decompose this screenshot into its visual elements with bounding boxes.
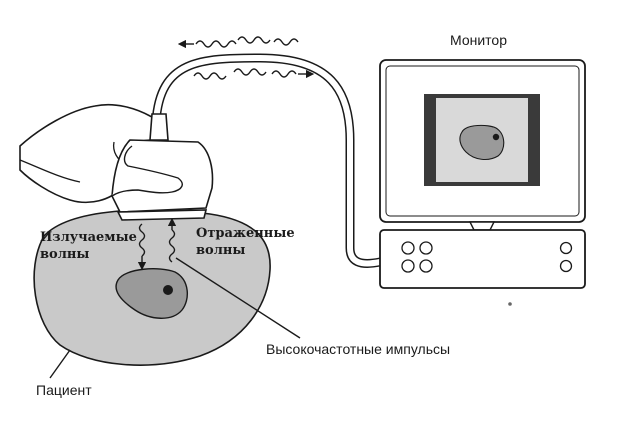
screen-lesion-dot bbox=[492, 133, 500, 141]
emitted-waves-label: Излучаемые волны bbox=[40, 229, 137, 263]
reflected-waves-label-line2: волны bbox=[196, 243, 246, 258]
console-knob-6 bbox=[559, 259, 573, 273]
probe-hand-overlap bbox=[111, 145, 183, 197]
console-indicator-dot bbox=[508, 302, 512, 306]
reflected-waves-label-line1: Отраженные bbox=[196, 226, 295, 241]
monitor-bezel-inner bbox=[385, 65, 580, 217]
console-base bbox=[379, 229, 586, 289]
probe-tip bbox=[116, 209, 208, 221]
screen-organ bbox=[459, 124, 505, 161]
patient-leader-line bbox=[49, 349, 71, 379]
reflected-wave bbox=[168, 229, 176, 263]
probe-handle bbox=[149, 113, 169, 141]
emitted-waves-label-line1: Излучаемые bbox=[40, 230, 137, 245]
console-knob-3 bbox=[401, 259, 415, 273]
signal-wave-return bbox=[193, 68, 297, 80]
probe-cable-inner bbox=[153, 54, 383, 267]
patient-label: Пациент bbox=[36, 382, 92, 398]
console-knob-1 bbox=[401, 241, 415, 255]
monitor-label: Монитор bbox=[450, 32, 507, 48]
console-knob-4 bbox=[419, 259, 433, 273]
monitor-neck bbox=[468, 221, 496, 231]
emitted-wave bbox=[138, 223, 146, 257]
organ-shape bbox=[115, 268, 188, 319]
console-knob-5 bbox=[559, 241, 573, 255]
reflected-waves-label: Отраженные волны bbox=[196, 225, 295, 259]
emitted-waves-label-line2: волны bbox=[40, 247, 90, 262]
pulses-leader-line bbox=[175, 257, 301, 339]
console-knob-2 bbox=[419, 241, 433, 255]
lesion-dot bbox=[163, 285, 173, 295]
pulses-label: Высокочастотные импульсы bbox=[266, 341, 451, 357]
signal-wave-outgoing bbox=[195, 36, 299, 48]
